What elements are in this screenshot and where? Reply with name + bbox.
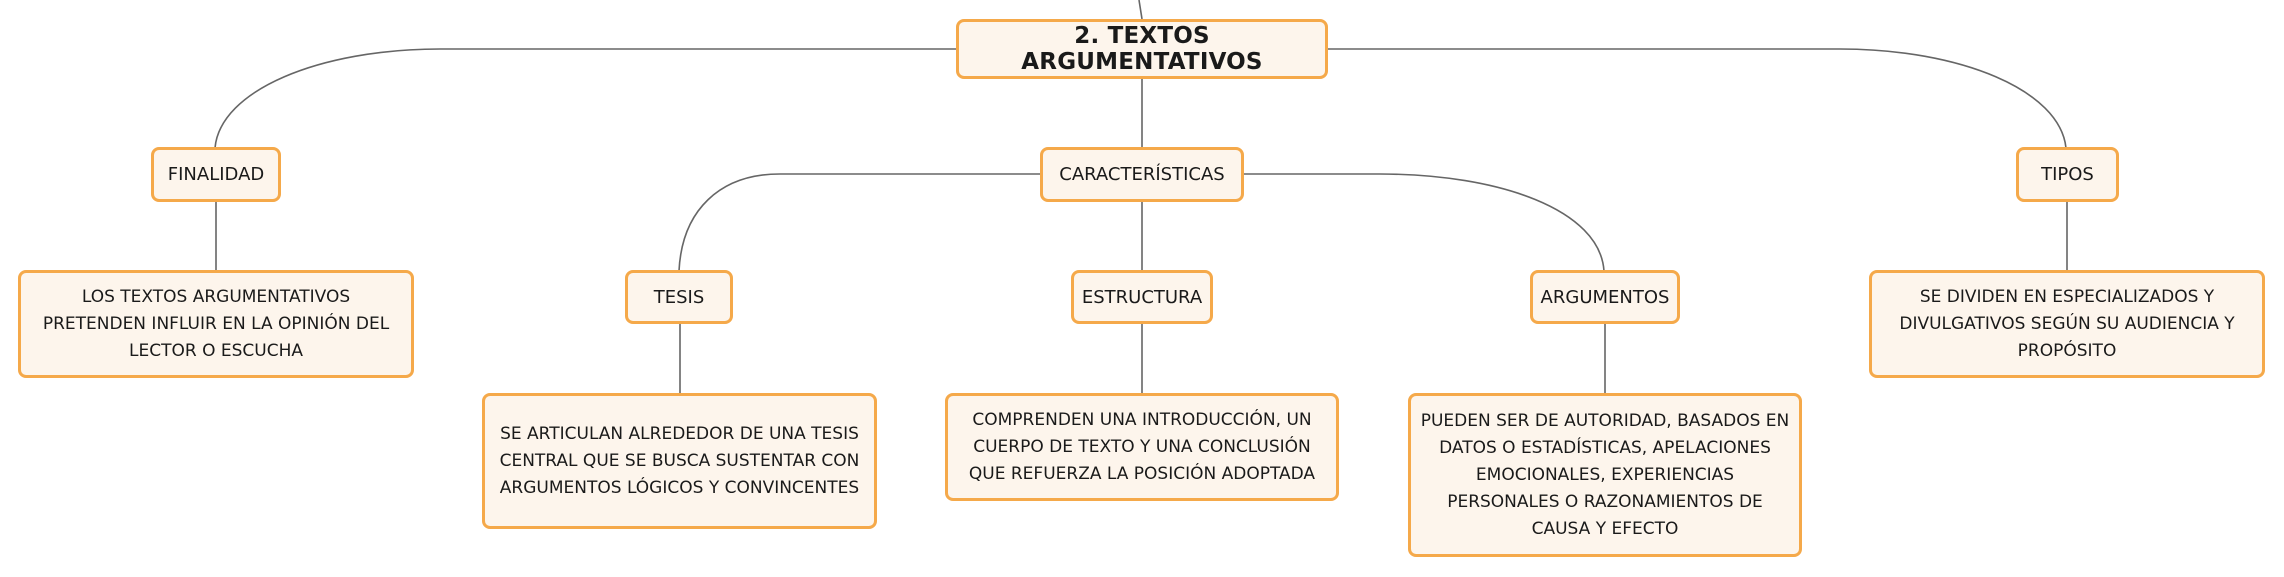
connector-root-tipos [1326,48,2067,149]
connector-caracteristicas-argumentos [1242,173,1605,272]
node-tesis-detail[interactable]: SE ARTICULAN ALREDEDOR DE UNA TESIS CENT… [482,393,877,529]
node-argumentos-detail[interactable]: PUEDEN SER DE AUTORIDAD, BASADOS EN DATO… [1408,393,1802,557]
argumentos-label: ARGUMENTOS [1540,286,1670,308]
node-tesis[interactable]: TESIS [625,270,733,324]
finalidad-label: FINALIDAD [167,164,265,185]
argumentos-detail-text: PUEDEN SER DE AUTORIDAD, BASADOS EN DATO… [1420,410,1790,539]
tipos-label: TIPOS [2041,164,2094,185]
node-caracteristicas[interactable]: CARACTERÍSTICAS [1040,147,1244,202]
node-tipos[interactable]: TIPOS [2016,147,2119,202]
node-estructura-detail[interactable]: COMPRENDEN UNA INTRODUCCIÓN, UN CUERPO D… [945,393,1339,501]
connector-root-finalidad [214,48,960,149]
node-estructura[interactable]: ESTRUCTURA [1071,270,1213,324]
root-label: 2. TEXTOS ARGUMENTATIVOS [1021,23,1263,75]
node-finalidad-detail[interactable]: LOS TEXTOS ARGUMENTATIVOS PRETENDEN INFL… [18,270,414,378]
node-argumentos[interactable]: ARGUMENTOS [1530,270,1680,324]
estructura-label: ESTRUCTURA [1081,286,1203,308]
tesis-label: TESIS [653,286,705,308]
node-finalidad[interactable]: FINALIDAD [151,147,281,202]
tesis-detail-text: SE ARTICULAN ALREDEDOR DE UNA TESIS CENT… [499,423,860,498]
node-tipos-detail[interactable]: SE DIVIDEN EN ESPECIALIZADOS Y DIVULGATI… [1869,270,2265,378]
connector-parent-root [1138,0,1143,20]
root-node[interactable]: 2. TEXTOS ARGUMENTATIVOS [956,19,1328,79]
caracteristicas-label: CARACTERÍSTICAS [1059,164,1225,185]
tipos-detail-text: SE DIVIDEN EN ESPECIALIZADOS Y DIVULGATI… [1899,286,2235,361]
estructura-detail-text: COMPRENDEN UNA INTRODUCCIÓN, UN CUERPO D… [968,409,1316,484]
connector-caracteristicas-tesis [678,173,1042,272]
finalidad-detail-text: LOS TEXTOS ARGUMENTATIVOS PRETENDEN INFL… [42,286,390,361]
